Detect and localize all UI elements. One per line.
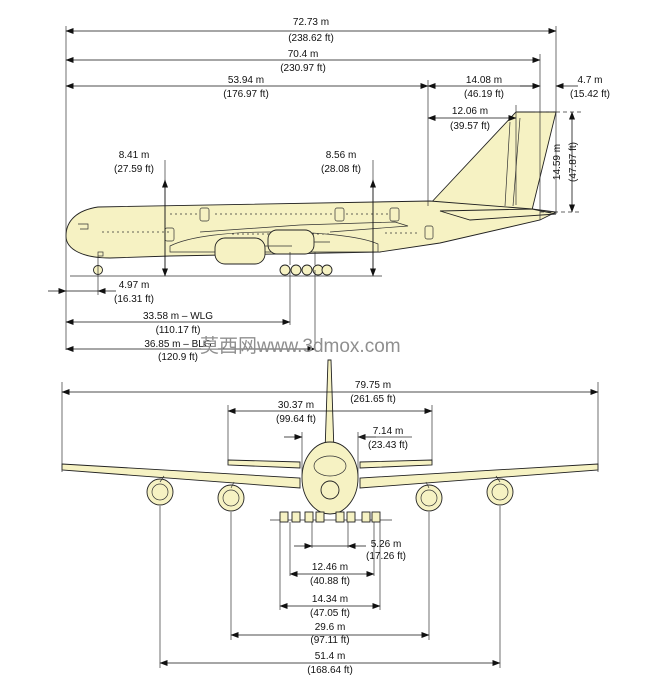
tail-overhang-ft: (15.42 ft) [570,89,610,100]
inner-engines-m: 29.6 m [315,622,346,633]
engine-inner-left [217,481,245,512]
main-gear [279,252,333,276]
fin-height-m: 14.59 m [552,144,563,180]
body-gear-ft: (120.9 ft) [158,352,198,363]
overall-length-ft: (238.62 ft) [288,33,334,44]
fuselage-width-ft: (23.43 ft) [368,440,408,451]
tail-span-ft: (46.19 ft) [464,89,504,100]
nose-gear-m: 4.97 m [119,280,150,291]
tailplane-span-ft: (99.64 ft) [276,414,316,425]
overall-length-m: 72.73 m [293,17,329,28]
fin-span-ft: (39.57 ft) [450,121,490,132]
fuselage-length-m: 70.4 m [288,49,319,60]
body-gear-track-m: 5.26 m [371,539,402,550]
wingspan-m: 79.75 m [355,380,391,391]
fuselage-width-m: 7.14 m [373,426,404,437]
main-gear-track-m: 12.46 m [312,562,348,573]
tailplane-span-m: 30.37 m [278,400,314,411]
nose-gear-ft: (16.31 ft) [114,294,154,305]
front-tailplane [227,459,433,469]
engine-outer-right [486,475,514,506]
inner-engines-ft: (97.11 ft) [310,635,349,646]
wingspan-ft: (261.65 ft) [350,394,396,405]
fin-height-ft: (47.87 ft) [568,142,579,182]
wing-gear-track-ft: (47.05 ft) [310,608,350,619]
tail-overhang-m: 4.7 m [577,75,602,86]
vertical-fin [426,111,557,211]
nose-door-height-m: 8.41 m [119,150,150,161]
fuselage-length-ft: (230.97 ft) [280,63,326,74]
body-gear-track-ft: (17.26 ft) [366,551,406,562]
outer-engines-m: 51.4 m [315,651,346,662]
fin-span-m: 12.06 m [452,106,488,117]
front-fin [324,359,335,453]
engine-outer-left [146,475,174,506]
engine-side-outer [267,229,315,255]
outer-engines-ft: (168.64 ft) [307,665,353,676]
main-gear-track-ft: (40.88 ft) [310,576,350,587]
side-view: 72.73 m (238.62 ft) 70.4 m (230.97 ft) 5… [48,17,610,363]
wing-door-height-ft: (28.08 ft) [321,164,361,175]
engine-side-inner [214,237,266,265]
wing-gear-ft: (110.17 ft) [156,325,201,336]
wing-gear-m: 33.58 m – WLG [143,311,213,322]
body-gear-m: 36.85 m – BLG [144,339,211,350]
wing-door-height-m: 8.56 m [326,150,357,161]
tail-start-m: 53.94 m [228,75,264,86]
front-view: 79.75 m (261.65 ft) 30.37 m (99.64 ft) 7… [61,359,599,676]
tail-span-m: 14.08 m [466,75,502,86]
front-fuselage [301,441,359,515]
engine-inner-right [415,481,443,512]
nose-door-height-ft: (27.59 ft) [114,164,154,175]
front-gear [270,511,392,523]
tail-start-ft: (176.97 ft) [223,89,269,100]
wing-gear-track-m: 14.34 m [312,594,348,605]
watermark: 莫西网www.3dmox.com [200,335,401,357]
